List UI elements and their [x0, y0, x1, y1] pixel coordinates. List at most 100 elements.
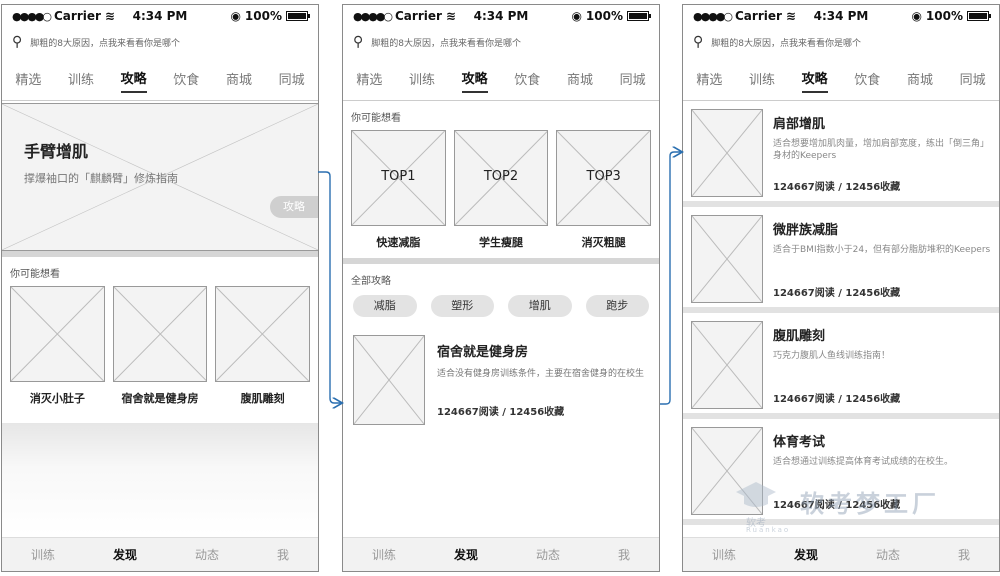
- tab-jingxuan[interactable]: 精选: [356, 73, 383, 88]
- nav-discover[interactable]: 发现: [112, 548, 137, 562]
- card-title: 腹肌雕刻: [240, 392, 285, 405]
- tab-gonglue[interactable]: 攻略: [461, 64, 488, 93]
- nav-training[interactable]: 训练: [371, 548, 396, 562]
- article-item[interactable]: 腹肌雕刻 巧克力腹肌人鱼线训练指南！ 124667阅读 / 12456收藏: [683, 313, 999, 419]
- chip-muscle[interactable]: 增肌: [508, 295, 572, 317]
- nav-discover[interactable]: 发现: [453, 548, 478, 562]
- card-title: 宿舍就是健身房: [121, 392, 199, 405]
- divider: [343, 258, 659, 264]
- tab-jingxuan[interactable]: 精选: [15, 73, 42, 88]
- flow-arrow-2-to-3: [660, 152, 681, 405]
- search-bar[interactable]: ⚲ 脚粗的8大原因，点我来看看你是哪个: [2, 27, 318, 57]
- top-card[interactable]: TOP3 消灭粗腿: [556, 130, 652, 258]
- tab-xunlian[interactable]: 训练: [408, 73, 435, 88]
- wifi-icon: ≋: [445, 9, 456, 23]
- section-label: 全部攻略: [351, 276, 391, 287]
- article-stats: 124667阅读 / 12456收藏: [773, 394, 901, 405]
- top-card[interactable]: TOP2 学生瘦腿: [453, 130, 549, 258]
- article-item[interactable]: 肩部增肌 适合想要增加肌肉量，增加肩部宽度，练出「倒三角」身材的Keepers …: [683, 101, 999, 207]
- status-time: 4:34 PM: [132, 9, 188, 23]
- image-placeholder: [692, 216, 762, 302]
- carrier-label: Carrier: [395, 9, 442, 23]
- article-stats: 124667阅读 / 12456收藏: [437, 407, 565, 418]
- article-item[interactable]: 体育考试 适合想通过训练提高体育考试成绩的在校生。 124667阅读 / 124…: [683, 419, 999, 525]
- nav-training[interactable]: 训练: [30, 548, 55, 562]
- guide-button[interactable]: 攻略: [270, 196, 318, 218]
- recommend-card[interactable]: 宿舍就是健身房: [112, 286, 208, 414]
- nav-training[interactable]: 训练: [711, 548, 736, 562]
- tab-yinshi[interactable]: 饮食: [173, 73, 200, 88]
- article-item[interactable]: 宿舍就是健身房 适合没有健身房训练条件，主要在宿舍健身的在校生 124667阅读…: [343, 327, 659, 433]
- bottom-nav: 训练 发现 动态 我: [2, 537, 318, 571]
- tab-shangcheng[interactable]: 商城: [906, 73, 933, 88]
- search-icon: ⚲: [12, 34, 23, 50]
- bottom-nav: 训练 发现 动态 我: [343, 537, 659, 571]
- tab-xunlian[interactable]: 训练: [67, 73, 94, 88]
- empty-area: [2, 423, 318, 535]
- tab-xunlian[interactable]: 训练: [748, 73, 775, 88]
- recommend-row: 消灭小肚子 宿舍就是健身房 腹肌雕刻: [2, 286, 318, 414]
- tab-shangcheng[interactable]: 商城: [225, 73, 252, 88]
- chip-running[interactable]: 跑步: [585, 295, 649, 317]
- signal-icon: ●●●●○: [353, 9, 393, 23]
- article-title: 微胖族减脂: [773, 223, 839, 238]
- status-time: 4:34 PM: [813, 9, 869, 23]
- divider: [2, 251, 318, 257]
- battery-icon: [286, 11, 310, 21]
- lock-rotation-icon: ◉: [230, 9, 241, 23]
- nav-me[interactable]: 我: [617, 548, 630, 562]
- article-stats: 124667阅读 / 12456收藏: [773, 288, 901, 299]
- card-title: 学生瘦腿: [479, 236, 523, 249]
- top-card[interactable]: TOP1 快速减脂: [351, 130, 446, 258]
- bottom-nav: 训练 发现 动态 我: [683, 537, 999, 571]
- tab-tongcheng[interactable]: 同城: [959, 73, 986, 88]
- image-placeholder: [2, 104, 318, 250]
- image-placeholder: [352, 131, 445, 225]
- nav-feed[interactable]: 动态: [535, 548, 560, 562]
- tab-tongcheng[interactable]: 同城: [619, 73, 646, 88]
- nav-discover[interactable]: 发现: [793, 548, 818, 562]
- lock-rotation-icon: ◉: [911, 9, 922, 23]
- tab-bar: 精选 训练 攻略 饮食 商城 同城: [2, 57, 318, 101]
- nav-feed[interactable]: 动态: [875, 548, 900, 562]
- article-stats: 124667阅读 / 12456收藏: [773, 500, 901, 511]
- battery-label: 100%: [925, 9, 963, 23]
- image-placeholder: [216, 287, 309, 381]
- category-chips: 减脂 塑形 增肌 跑步: [343, 293, 659, 327]
- article-desc: 适合于BMI指数小于24，但有部分脂肪堆积的Keepers: [773, 245, 991, 255]
- card-title: 消灭小肚子: [29, 392, 85, 405]
- search-bar[interactable]: ⚲ 脚粗的8大原因，点我来看看你是哪个: [343, 27, 659, 57]
- article-desc: 适合没有健身房训练条件，主要在宿舍健身的在校生: [437, 369, 645, 379]
- tab-yinshi[interactable]: 饮食: [514, 73, 541, 88]
- tab-jingxuan[interactable]: 精选: [696, 73, 723, 88]
- carrier-label: Carrier: [54, 9, 101, 23]
- tab-gonglue[interactable]: 攻略: [120, 64, 147, 93]
- tab-tongcheng[interactable]: 同城: [278, 73, 305, 88]
- search-bar[interactable]: ⚲ 脚粗的8大原因，点我来看看你是哪个: [683, 27, 999, 57]
- tab-yinshi[interactable]: 饮食: [854, 73, 881, 88]
- chip-fat-loss[interactable]: 减脂: [353, 295, 417, 317]
- status-time: 4:34 PM: [473, 9, 529, 23]
- image-placeholder: [11, 287, 104, 381]
- signal-icon: ●●●●○: [693, 9, 733, 23]
- nav-me[interactable]: 我: [276, 548, 289, 562]
- graduation-cap-icon: [736, 482, 776, 507]
- nav-feed[interactable]: 动态: [194, 548, 219, 562]
- tab-shangcheng[interactable]: 商城: [566, 73, 593, 88]
- recommend-card[interactable]: 消灭小肚子: [10, 286, 105, 414]
- hero-banner[interactable]: 手臂增肌 撑爆袖口的「麒麟臂」修炼指南 攻略: [2, 103, 318, 251]
- recommend-card[interactable]: 腹肌雕刻: [215, 286, 311, 414]
- phone-screen-2: ●●●●○Carrier≋ 4:34 PM ◉100% ⚲ 脚粗的8大原因，点我…: [342, 4, 660, 572]
- chip-shaping[interactable]: 塑形: [430, 295, 494, 317]
- article-desc: 适合想要增加肌肉量，增加肩部宽度，练出「倒三角」身材的Keepers: [773, 139, 990, 161]
- tab-bar: 精选 训练 攻略 饮食 商城 同城: [343, 57, 659, 101]
- section-label: 你可能想看: [10, 269, 60, 280]
- tab-gonglue[interactable]: 攻略: [801, 64, 828, 93]
- nav-me[interactable]: 我: [957, 548, 970, 562]
- battery-label: 100%: [244, 9, 282, 23]
- image-placeholder: [114, 287, 207, 381]
- signal-icon: ●●●●○: [12, 9, 52, 23]
- article-item[interactable]: 微胖族减脂 适合于BMI指数小于24，但有部分脂肪堆积的Keepers 1246…: [683, 207, 999, 313]
- article-desc: 适合想通过训练提高体育考试成绩的在校生。: [773, 457, 954, 467]
- article-desc: 巧克力腹肌人鱼线训练指南！: [773, 351, 891, 361]
